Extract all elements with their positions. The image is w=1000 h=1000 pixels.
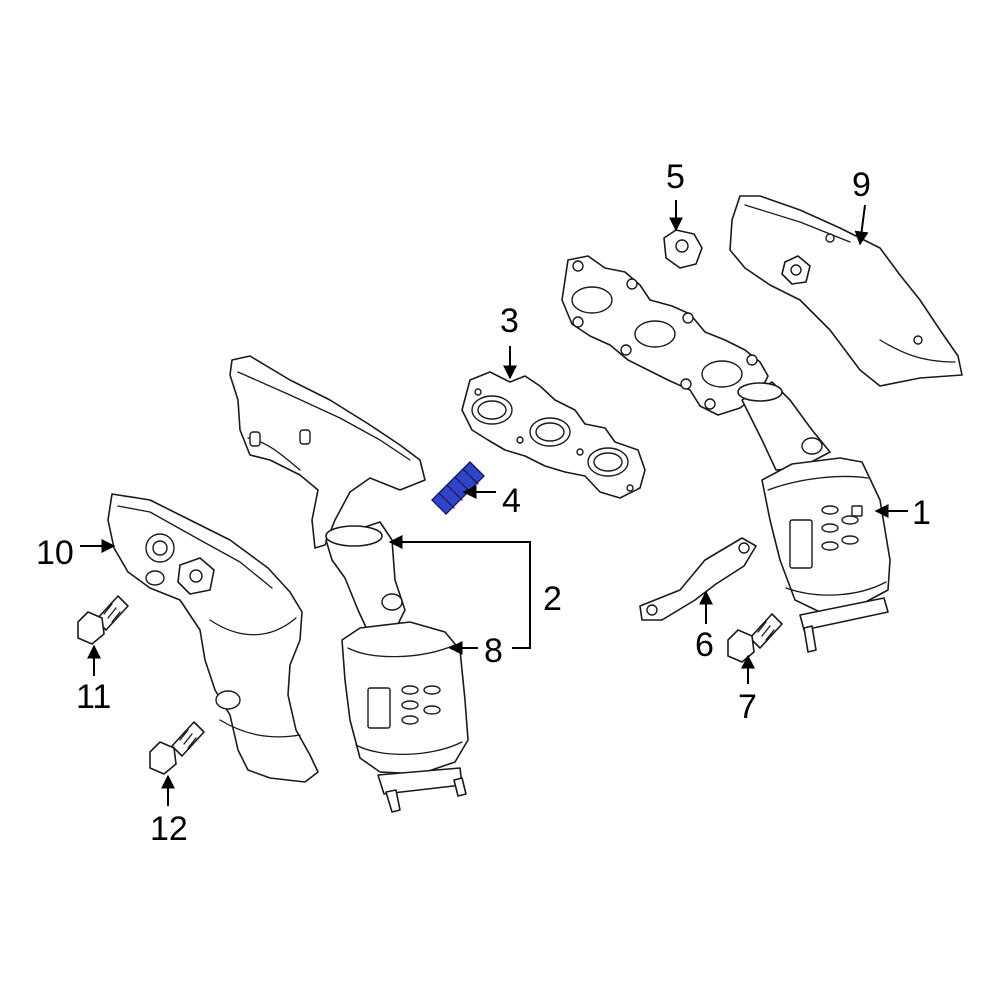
- callout-3: 3: [500, 302, 519, 340]
- leader-lines: [80, 200, 908, 806]
- bolt-7: [727, 613, 783, 663]
- heat-shield-left: [107, 493, 319, 783]
- exhaust-manifold-right: [561, 255, 891, 653]
- leader-2-top: [388, 535, 531, 598]
- callout-labels: 1 2 3 4 5 6 7 8 9 10 11 12: [36, 158, 931, 848]
- callout-1: 1: [912, 494, 931, 532]
- exhaust-manifold-stud: [431, 461, 485, 515]
- callout-4: 4: [502, 482, 521, 520]
- callout-7: 7: [738, 688, 757, 726]
- heat-shield-right: [729, 195, 963, 387]
- callout-10: 10: [36, 534, 74, 572]
- callout-12: 12: [150, 810, 188, 848]
- exhaust-nut: [663, 229, 703, 269]
- leader-2-bottom: [512, 598, 531, 649]
- callout-11: 11: [76, 678, 111, 716]
- callout-6: 6: [695, 626, 714, 664]
- callout-8: 8: [484, 632, 503, 670]
- callout-2: 2: [543, 580, 562, 618]
- leader-9: [854, 204, 869, 246]
- callout-9: 9: [852, 166, 871, 204]
- support-bracket: [639, 537, 757, 621]
- exhaust-manifold-left: [229, 355, 469, 813]
- bolt-12: [149, 721, 205, 775]
- bolt-11: [77, 595, 129, 645]
- callout-5: 5: [666, 158, 685, 196]
- exhaust-manifold-gasket: [461, 371, 646, 499]
